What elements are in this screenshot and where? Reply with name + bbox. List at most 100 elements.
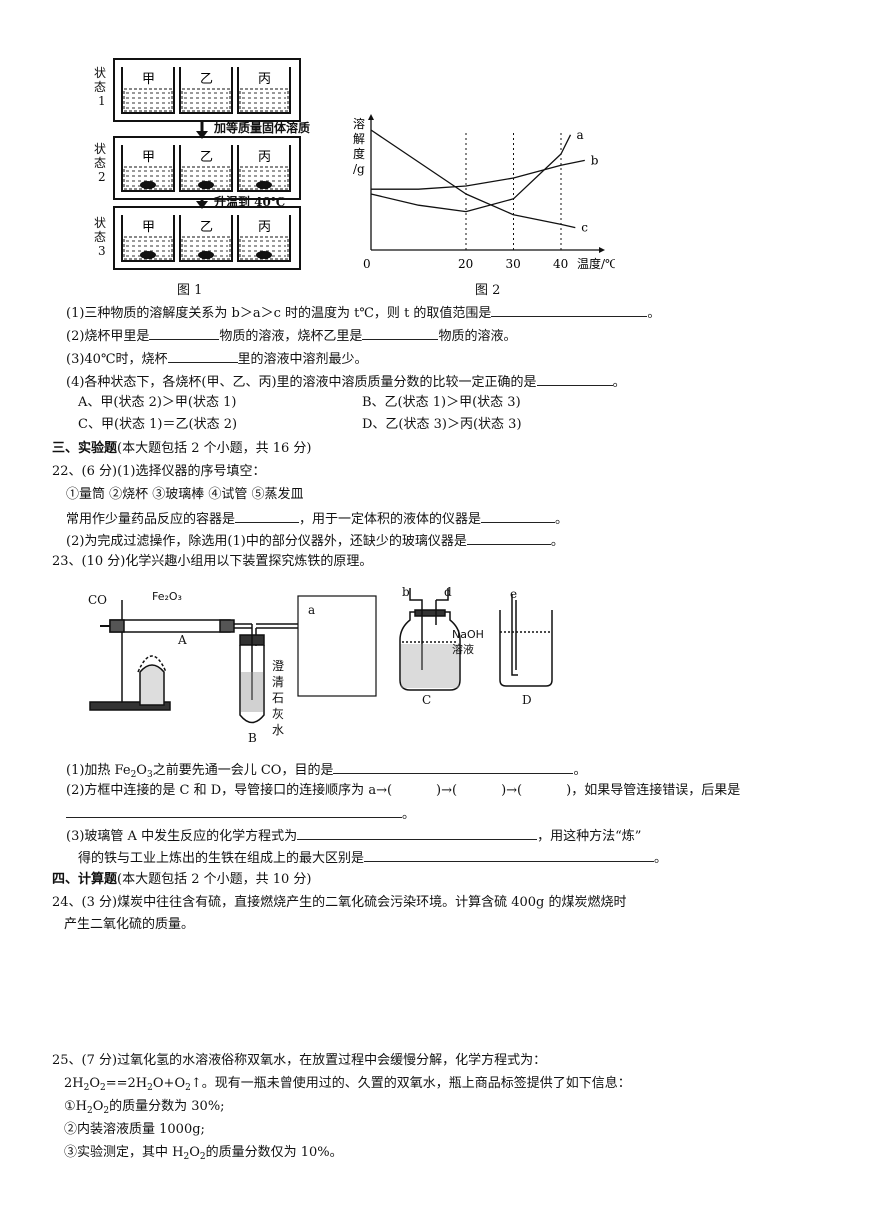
beaker-label: 甲 bbox=[142, 72, 155, 87]
section-4-heading: 四、计算题(本大题包括 2 个小题，共 10 分) bbox=[52, 872, 312, 887]
q25-item3: ③实验测定，其中 H2O2的质量分数仅为 10%。 bbox=[64, 1145, 343, 1162]
label-d: d bbox=[444, 585, 452, 599]
beaker-2-1: 甲 bbox=[121, 145, 175, 192]
answer-blank[interactable] bbox=[235, 509, 300, 523]
q21-option-b: B、乙(状态 1)＞甲(状态 3) bbox=[362, 395, 521, 410]
beaker-label: 丙 bbox=[258, 150, 271, 165]
beaker-1-2: 乙 bbox=[179, 67, 233, 114]
answer-blank[interactable] bbox=[491, 303, 648, 317]
x-tick-label: 40 bbox=[553, 257, 568, 271]
q24-line2: 产生二氧化硫的质量。 bbox=[64, 917, 195, 932]
naoh-label: NaOH bbox=[452, 628, 484, 641]
svg-text:态: 态 bbox=[94, 80, 106, 94]
section-3-heading: 三、实验题(本大题包括 2 个小题，共 16 分) bbox=[52, 441, 312, 456]
svg-text:态: 态 bbox=[94, 230, 106, 244]
answer-blank[interactable] bbox=[536, 372, 613, 386]
figure-1-drawing: 状 态 1 状 态 2 状 态 3 甲乙丙甲乙丙甲乙丙 bbox=[94, 58, 301, 270]
q23-part1: (1)加热 Fe2O3之前要先通一会儿 CO，目的是。 bbox=[66, 760, 586, 784]
curve-label-a: a bbox=[577, 128, 584, 142]
answer-blank[interactable] bbox=[362, 326, 439, 340]
label-D: D bbox=[522, 693, 532, 707]
label-b: b bbox=[402, 585, 410, 599]
curve-c bbox=[370, 129, 576, 229]
x-axis-label: 温度/℃ bbox=[577, 256, 615, 271]
label-e: e bbox=[510, 587, 517, 601]
label-a: a bbox=[308, 603, 315, 617]
beaker-1-3: 丙 bbox=[237, 67, 291, 114]
q23-part3: (3)玻璃管 A 中发生反应的化学方程式为，用这种方法“炼” bbox=[66, 826, 641, 846]
y-label-char: 溶 bbox=[353, 116, 365, 131]
q21-part3: (3)40℃时，烧杯里的溶液中溶剂最少。 bbox=[66, 349, 368, 369]
state-1-label-a: 状 bbox=[94, 66, 106, 80]
answer-blank[interactable] bbox=[297, 826, 538, 840]
svg-text:2: 2 bbox=[98, 170, 106, 184]
q21-option-c: C、甲(状态 1)＝乙(状态 2) bbox=[78, 417, 238, 432]
q21-option-d: D、乙(状态 3)＞丙(状态 3) bbox=[362, 417, 522, 432]
q25-line1: 25、(7 分)过氧化氢的水溶液俗称双氧水，在放置过程中会缓慢分解，化学方程式为… bbox=[52, 1053, 547, 1068]
answer-blank[interactable] bbox=[333, 760, 574, 774]
q25-item2: ②内装溶液质量 1000g; bbox=[64, 1122, 205, 1137]
q23-part2: (2)方框中连接的是 C 和 D，导管接口的连接顺序为 a→()→()→()，如… bbox=[66, 783, 741, 798]
q21-part4: (4)各种状态下，各烧杯(甲、乙、丙)里的溶液中溶质质量分数的比较一定正确的是。 bbox=[66, 372, 626, 392]
limewater-char: 清 bbox=[272, 675, 284, 689]
beaker-label: 丙 bbox=[258, 72, 271, 87]
beaker-2-3: 丙 bbox=[237, 145, 291, 192]
beaker-3-3: 丙 bbox=[237, 215, 291, 262]
x-tick-label: 0 bbox=[363, 257, 371, 271]
curve-label-c: c bbox=[581, 221, 588, 235]
arrow-2-text: 升温到 40℃ bbox=[214, 195, 286, 209]
beaker-2-2: 乙 bbox=[179, 145, 233, 192]
svg-text:1: 1 bbox=[98, 94, 106, 108]
curve-a bbox=[370, 134, 572, 213]
q23-apparatus-figure: CO Fe₂O₃ A B a b d e C D NaOH 溶液 澄清石灰水 bbox=[80, 580, 580, 750]
x-tick-label: 30 bbox=[506, 257, 521, 271]
q22-line4: (2)为完成过滤操作，除选用(1)中的部分仪器外，还缺少的玻璃仪器是。 bbox=[66, 531, 564, 551]
q21-option-a: A、甲(状态 2)＞甲(状态 1) bbox=[78, 395, 237, 410]
solubility-chart: 溶解度/g 0 20 30 40 温度/℃ ab c bbox=[353, 114, 618, 271]
q22-line3: 常用作少量药品反应的容器是，用于一定体积的液体的仪器是。 bbox=[66, 509, 568, 529]
label-B: B bbox=[248, 731, 257, 745]
beaker-label: 甲 bbox=[142, 220, 155, 235]
beaker-3-2: 乙 bbox=[179, 215, 233, 262]
q21-part1: (1)三种物质的溶解度关系为 b＞a＞c 时的温度为 t℃，则 t 的取值范围是… bbox=[66, 303, 660, 323]
solution-label: 溶液 bbox=[452, 642, 474, 656]
q23-part3-cont: 得的铁与工业上炼出的生铁在组成上的最大区别是。 bbox=[78, 848, 667, 868]
beaker-label: 乙 bbox=[200, 72, 213, 87]
svg-text:态: 态 bbox=[94, 156, 106, 170]
q21-part2: (2)烧杯甲里是物质的溶液，烧杯乙里是物质的溶液。 bbox=[66, 326, 516, 346]
answer-blank[interactable] bbox=[481, 509, 556, 523]
beaker-label: 丙 bbox=[258, 220, 271, 235]
answer-blank[interactable] bbox=[167, 349, 238, 363]
q25-item1: ①H2O2的质量分数为 30%; bbox=[64, 1099, 225, 1116]
curve-b bbox=[371, 159, 585, 190]
label-A: A bbox=[177, 633, 187, 647]
beaker-3-1: 甲 bbox=[121, 215, 175, 262]
limewater-char: 灰 bbox=[272, 707, 284, 721]
limewater-char: 澄 bbox=[272, 658, 284, 673]
answer-blank[interactable] bbox=[466, 531, 551, 545]
curve-label-b: b bbox=[591, 153, 599, 167]
limewater-char: 石 bbox=[272, 691, 284, 705]
state-2-label-a: 状 bbox=[94, 142, 106, 156]
x-tick-label: 20 bbox=[458, 257, 473, 271]
beaker-label: 甲 bbox=[142, 150, 155, 165]
beaker-1-1: 甲 bbox=[121, 67, 175, 114]
fe2o3-label: Fe₂O₃ bbox=[152, 590, 182, 603]
svg-text:3: 3 bbox=[98, 244, 106, 258]
limewater-char: 水 bbox=[272, 723, 284, 737]
arrow-1-text: 加等质量固体溶质 bbox=[214, 121, 311, 135]
y-label-char: 度 bbox=[353, 146, 365, 161]
figure-1-caption: 图 1 bbox=[177, 283, 203, 298]
q22-title: 22、(6 分)(1)选择仪器的序号填空： bbox=[52, 464, 266, 479]
answer-blank[interactable] bbox=[149, 326, 220, 340]
answer-blank[interactable] bbox=[364, 848, 655, 862]
y-label-char: /g bbox=[353, 162, 365, 176]
state-3-label-a: 状 bbox=[94, 216, 106, 230]
q25-line2: 2H2O2==2H2O+O2↑。现有一瓶未曾使用过的、久置的双氧水，瓶上商品标签… bbox=[64, 1076, 631, 1093]
y-label-char: 解 bbox=[353, 132, 365, 146]
figure-2-caption: 图 2 bbox=[475, 283, 501, 298]
figure-1: 状 态 1 状 态 2 状 态 3 甲乙丙甲乙丙甲乙丙 加等质量固体溶质 升温到… bbox=[90, 55, 330, 275]
answer-blank[interactable] bbox=[66, 804, 402, 818]
